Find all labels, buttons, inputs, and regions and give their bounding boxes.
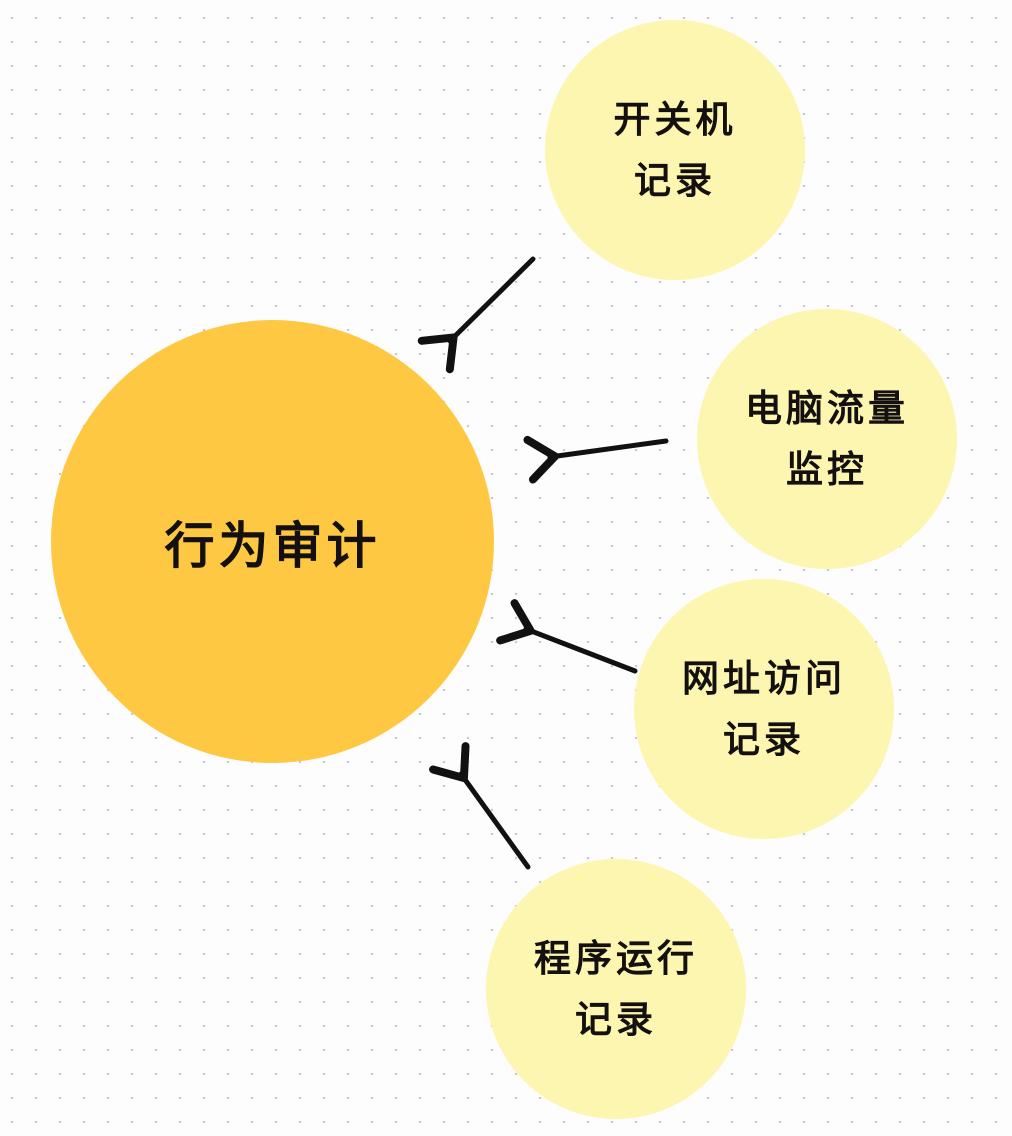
node-label-line1: 程序运行 xyxy=(534,936,698,980)
node-label-line2: 记录 xyxy=(575,998,657,1041)
node-label-line2: 监控 xyxy=(786,448,868,491)
node-label-line1: 开关机 xyxy=(613,97,737,141)
arrow-program-to-center xyxy=(429,742,531,870)
arrow-url-to-center xyxy=(496,599,638,674)
node-url-access-record: 网址访问 记录 xyxy=(634,579,894,839)
arrow-power-to-center xyxy=(417,256,536,374)
center-node-behavior-audit: 行为审计 xyxy=(51,320,494,763)
node-label-line1: 网址访问 xyxy=(682,656,846,700)
node-label-line2: 记录 xyxy=(723,718,805,761)
center-node-label: 行为审计 xyxy=(164,516,381,575)
arrow-traffic-to-center xyxy=(523,435,669,484)
node-power-on-off-record: 开关机 记录 xyxy=(545,20,805,280)
node-program-run-record: 程序运行 记录 xyxy=(486,859,746,1119)
node-label-line2: 记录 xyxy=(634,159,716,202)
node-label-line1: 电脑流量 xyxy=(745,386,909,430)
node-computer-traffic-monitor: 电脑流量 监控 xyxy=(697,309,957,569)
